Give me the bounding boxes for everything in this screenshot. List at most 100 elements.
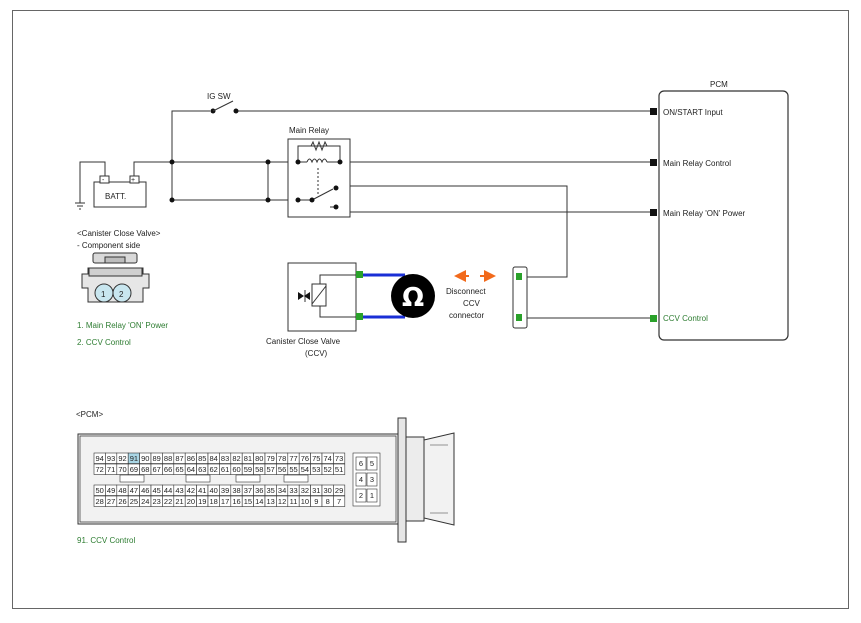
pin-cell — [366, 488, 378, 503]
pin-label: 8 — [326, 497, 330, 506]
pin-label: 75 — [312, 454, 320, 463]
pin-cell — [333, 452, 346, 464]
pin-label: 91 — [130, 454, 138, 463]
pin-label: 2 — [359, 491, 363, 500]
pcm-pin-main-relay-control: Main Relay Control — [663, 159, 731, 168]
pin-label: 22 — [164, 497, 172, 506]
pin-label: 44 — [164, 486, 172, 495]
pin-label: 16 — [232, 497, 240, 506]
pin-label: 81 — [244, 454, 252, 463]
main-relay: Main Relay — [287, 126, 351, 218]
pin-label: 63 — [198, 465, 206, 474]
pin-label: 5 — [370, 459, 374, 468]
pin-cell — [366, 472, 378, 487]
pin-label: 13 — [267, 497, 275, 506]
pin-label: 41 — [198, 486, 206, 495]
pin-label: 76 — [301, 454, 309, 463]
pin-label: 52 — [324, 465, 332, 474]
pcm-pin-on-start: ON/START Input — [663, 108, 723, 117]
ig-switch: IG SW — [207, 92, 239, 114]
pin-label: 20 — [187, 497, 195, 506]
pin-label: 6 — [359, 459, 363, 468]
pin-label: 74 — [324, 454, 332, 463]
pin-label: 3 — [370, 475, 374, 484]
pin-cell — [333, 484, 346, 496]
pin-label: 73 — [335, 454, 343, 463]
valve-pin-1: 1 — [101, 290, 106, 299]
pin-label: 84 — [210, 454, 218, 463]
pin-label: 82 — [232, 454, 240, 463]
pin-label: 66 — [164, 465, 172, 474]
pin-label: 32 — [301, 486, 309, 495]
pin-label: 79 — [267, 454, 275, 463]
pin-label: 28 — [96, 497, 104, 506]
connector-key — [119, 474, 145, 483]
pin-label: 30 — [324, 486, 332, 495]
ohm-symbol: Ω — [402, 283, 424, 313]
pin-label: 9 — [314, 497, 318, 506]
ohm-meter-icon — [391, 274, 435, 318]
pin-label: 45 — [153, 486, 161, 495]
pin-label: 85 — [198, 454, 206, 463]
valve-pin-desc-1: 1. Main Relay 'ON' Power — [77, 321, 168, 330]
pcm-pin-main-relay-on-power: Main Relay 'ON' Power — [663, 209, 746, 218]
ccv-connector — [512, 266, 528, 329]
pin-label: 42 — [187, 486, 195, 495]
pin-label: 50 — [96, 486, 104, 495]
pin-label: 94 — [96, 454, 104, 463]
pin-label: 54 — [301, 465, 309, 474]
battery: - + BATT. — [93, 175, 147, 208]
pin-label: 86 — [187, 454, 195, 463]
valve-header-1: <Canister Close Valve> — [77, 229, 161, 238]
pin-label: 49 — [107, 486, 115, 495]
battery-pos-sign: + — [131, 177, 135, 184]
pin-label: 87 — [175, 454, 183, 463]
battery-neg-sign: - — [102, 177, 105, 184]
pin-cell — [333, 463, 346, 475]
valve-pin-desc-2: 2. CCV Control — [77, 338, 131, 347]
pin-label: 43 — [175, 486, 183, 495]
pin-label: 53 — [312, 465, 320, 474]
pin-label: 89 — [153, 454, 161, 463]
main-relay-label: Main Relay — [289, 126, 329, 135]
pin-label: 78 — [278, 454, 286, 463]
pin-label: 36 — [255, 486, 263, 495]
valve-component-info: <Canister Close Valve> - Component side … — [77, 229, 168, 347]
pin-label: 7 — [337, 497, 341, 506]
pcm-pin-ccv-control: CCV Control — [663, 314, 708, 323]
pin-label: 14 — [255, 497, 263, 506]
pin-label: 58 — [255, 465, 263, 474]
pin-label: 25 — [130, 497, 138, 506]
pin-label: 65 — [175, 465, 183, 474]
pin-cell — [355, 488, 367, 503]
pin-label: 31 — [312, 486, 320, 495]
pin-label: 39 — [221, 486, 229, 495]
pin-label: 24 — [141, 497, 149, 506]
pin-label: 35 — [267, 486, 275, 495]
pin-label: 77 — [289, 454, 297, 463]
pcm-connector-pin-desc: 91. CCV Control — [77, 536, 135, 545]
pin-label: 59 — [244, 465, 252, 474]
pin-label: 17 — [221, 497, 229, 506]
pin-label: 34 — [278, 486, 286, 495]
battery-label: BATT. — [105, 192, 126, 201]
pin-label: 26 — [118, 497, 126, 506]
pin-label: 48 — [118, 486, 126, 495]
pin-label: 55 — [289, 465, 297, 474]
pin-label: 11 — [290, 497, 298, 506]
pin-cell — [355, 472, 367, 487]
diagram-frame — [12, 10, 849, 609]
pin-label: 37 — [244, 486, 252, 495]
disconnect-label-2: CCV — [463, 299, 481, 308]
pin-label: 10 — [301, 497, 309, 506]
pin-label: 33 — [289, 486, 297, 495]
pin-label: 15 — [244, 497, 252, 506]
valve-header-2: - Component side — [77, 241, 141, 250]
pcm-module: PCM ON/START Input Main Relay Control Ma… — [650, 80, 789, 341]
valve-pin-2-icon — [112, 283, 132, 303]
valve-name: Canister Close Valve — [266, 337, 341, 346]
pin-label: 68 — [141, 465, 149, 474]
pin-label: 21 — [175, 497, 183, 506]
disconnect-label-1: Disconnect — [446, 287, 486, 296]
pin-label: 40 — [210, 486, 218, 495]
